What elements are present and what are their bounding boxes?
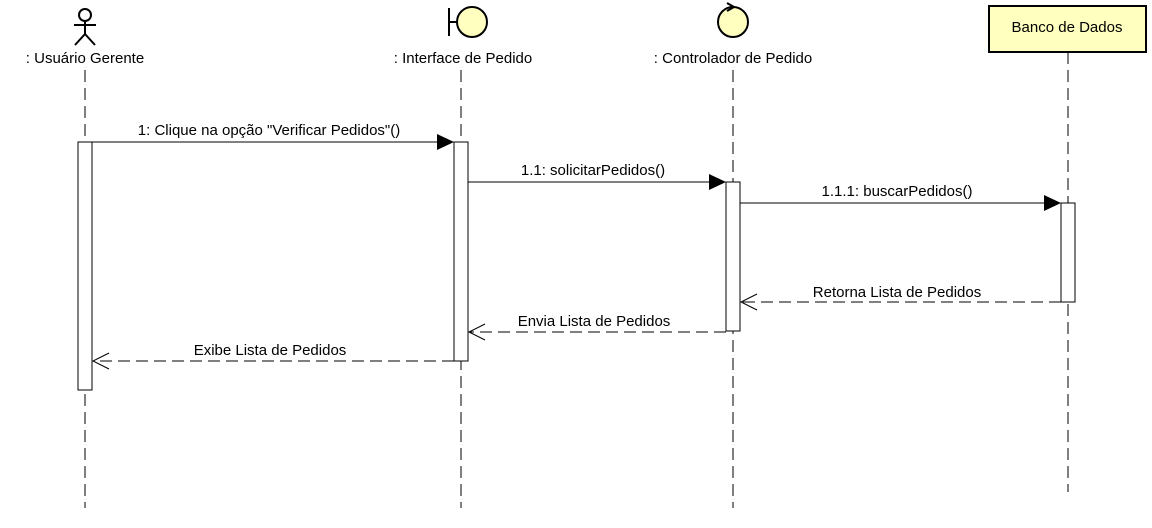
return-message-banco: Retorna Lista de Pedidos: [739, 284, 1061, 311]
message-1: 1: Clique na opção "Verificar Pedidos"(): [92, 122, 454, 150]
return-message-banco-label: Retorna Lista de Pedidos: [813, 284, 981, 301]
message-1-1: 1.1: solicitarPedidos(): [468, 162, 726, 190]
message-1-1-1-label: 1.1.1: buscarPedidos(): [822, 183, 973, 200]
participant-banco-box: Banco de Dados: [988, 5, 1147, 53]
message-1-1-label: 1.1: solicitarPedidos(): [521, 162, 665, 179]
boundary-icon: [448, 6, 488, 38]
participant-gerente-label: : Usuário Gerente: [26, 50, 144, 67]
participant-controlador-label: : Controlador de Pedido: [654, 50, 812, 67]
message-1-label: 1: Clique na opção "Verificar Pedidos"(): [138, 122, 400, 139]
control-icon: [717, 2, 749, 38]
activation-gerente: [77, 141, 93, 391]
return-message-interface: Exibe Lista de Pedidos: [91, 342, 454, 370]
activation-interface: [453, 141, 469, 362]
activation-banco: [1060, 202, 1076, 303]
message-1-1-1: 1.1.1: buscarPedidos(): [740, 183, 1061, 211]
activation-controlador: [725, 181, 741, 332]
participant-banco-label: Banco de Dados: [1012, 19, 1123, 36]
return-message-controlador-label: Envia Lista de Pedidos: [518, 313, 671, 330]
return-message-controlador: Envia Lista de Pedidos: [467, 313, 726, 341]
actor-icon: [74, 8, 96, 46]
return-message-interface-label: Exibe Lista de Pedidos: [194, 342, 347, 359]
participant-interface-label: : Interface de Pedido: [394, 50, 532, 67]
